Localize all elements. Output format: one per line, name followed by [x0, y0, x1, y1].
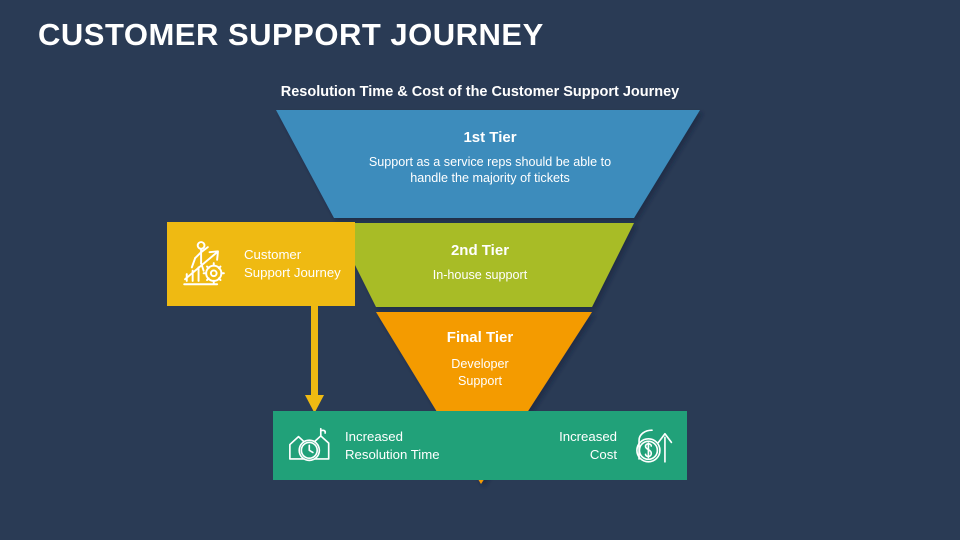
- chart-subtitle: Resolution Time & Cost of the Customer S…: [280, 84, 680, 100]
- page-title: CUSTOMER SUPPORT JOURNEY: [38, 17, 544, 52]
- outcome-resolution-time-label: Increased Resolution Time: [345, 428, 440, 462]
- dollar-coin-up-arrow-icon: [636, 428, 673, 463]
- outcomes-bar: Increased Resolution Time Increased Cost: [273, 411, 687, 480]
- outcome-resolution-time[interactable]: Increased Resolution Time: [287, 411, 440, 480]
- customer-journey-callout-label: Customer Support Journey: [244, 247, 341, 280]
- arrow-down-icon: [305, 303, 324, 413]
- customer-journey-callout[interactable]: Customer Support Journey: [167, 222, 355, 306]
- outcome-cost-label: Increased Cost: [559, 428, 617, 462]
- clock-house-icon: [289, 427, 330, 461]
- funnel-tier-2-shape[interactable]: [334, 223, 634, 307]
- funnel-tier-1-shape[interactable]: [276, 110, 700, 218]
- funnel-tier-3-shape[interactable]: [376, 312, 592, 484]
- person-growth-chart-gear-icon: [183, 241, 225, 286]
- outcome-cost[interactable]: Increased Cost: [559, 411, 675, 480]
